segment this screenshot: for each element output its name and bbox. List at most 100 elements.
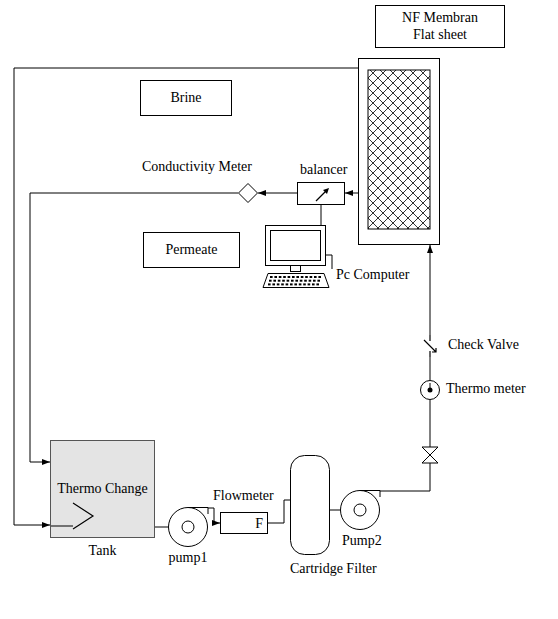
key	[301, 276, 304, 278]
key	[288, 276, 291, 278]
keyboard	[263, 274, 329, 288]
shape-outline	[262, 225, 330, 289]
key	[287, 280, 290, 282]
key	[313, 280, 316, 282]
key	[279, 276, 282, 278]
key	[308, 283, 311, 285]
key	[318, 276, 321, 278]
pipe-connector	[268, 500, 290, 523]
heat-exchanger-coil	[51, 503, 93, 529]
needle-head	[323, 188, 329, 194]
membrane-mesh	[368, 70, 430, 229]
cartridge-filter: Cartridge Filter	[290, 455, 330, 555]
key	[312, 283, 315, 285]
key	[316, 283, 319, 285]
pump-impeller	[354, 504, 366, 516]
shape-outline	[420, 380, 440, 400]
key	[309, 280, 312, 282]
key	[272, 283, 275, 285]
label-box: Permeate	[143, 232, 240, 268]
key	[291, 280, 294, 282]
pipe-connector	[258, 193, 297, 194]
pipe-connector	[321, 205, 322, 225]
key	[317, 280, 320, 282]
conductivity-diamond: Conductivity Meter	[238, 183, 258, 203]
key	[277, 283, 280, 285]
check-valve: Check Valve	[422, 335, 438, 357]
key	[278, 280, 281, 282]
key	[299, 283, 302, 285]
device-label: Cartridge Filter	[290, 561, 377, 577]
membrane-module: NF Membran Flat sheet	[358, 58, 440, 245]
key	[269, 280, 272, 282]
shape-outline	[358, 58, 440, 245]
valve-triangle	[422, 447, 438, 455]
gate-valve	[422, 447, 438, 463]
pipe-connector	[380, 400, 430, 491]
pipe-connector	[345, 193, 358, 194]
device-label: Conductivity Meter	[142, 159, 252, 175]
key	[270, 276, 273, 278]
key	[286, 283, 289, 285]
key	[304, 280, 307, 282]
shape-outline	[422, 335, 438, 357]
module-frame	[359, 59, 440, 245]
shape-outline	[168, 507, 208, 547]
pump-symbol: Pump2	[340, 490, 380, 530]
key	[268, 283, 271, 285]
gauge-dial	[421, 381, 440, 400]
key	[300, 280, 303, 282]
key	[282, 280, 285, 282]
shape-outline	[340, 490, 380, 530]
label-box: Brine	[140, 80, 232, 116]
box-label: Permeate	[165, 242, 217, 258]
pump-casing	[169, 508, 208, 547]
keyboard-keys	[268, 276, 321, 285]
device-label: Pc Computer	[336, 267, 410, 283]
key	[295, 280, 298, 282]
key	[303, 283, 306, 285]
key	[305, 276, 308, 278]
key	[292, 276, 295, 278]
shape-outline	[290, 455, 330, 555]
key	[283, 276, 286, 278]
filter-housing	[291, 456, 330, 555]
shape-outline	[298, 183, 346, 206]
device-label: Thermo meter	[446, 381, 526, 397]
thermometer: Thermo meter	[420, 380, 440, 400]
computer-icon: Pc Computer	[262, 225, 330, 289]
key	[274, 276, 277, 278]
feed-tank: Thermo ChangeTank	[50, 440, 155, 538]
pump-impeller	[182, 521, 194, 533]
pipe-connector	[155, 527, 168, 528]
pump-outlet	[188, 508, 208, 515]
balancer-box: balancer	[297, 182, 345, 205]
key	[290, 283, 293, 285]
key	[296, 276, 299, 278]
shape-outline	[238, 183, 258, 203]
pump-symbol: pump1	[168, 507, 208, 547]
device-label: balancer	[300, 162, 347, 178]
pipe-connector	[430, 357, 431, 380]
key	[281, 283, 284, 285]
key	[294, 283, 297, 285]
inner-label: Thermo Change	[57, 481, 148, 497]
pump-casing	[341, 491, 380, 530]
pump-outlet	[360, 491, 380, 498]
key	[310, 276, 313, 278]
membrane-title: NF Membran Flat sheet	[375, 5, 505, 48]
device-label: Check Valve	[448, 337, 519, 353]
gauge-needle	[430, 383, 431, 390]
check-valve-symbol	[424, 335, 436, 357]
diamond-outline	[239, 184, 258, 203]
device-label: Tank	[89, 543, 117, 559]
key	[314, 276, 317, 278]
valve-triangle	[422, 455, 438, 463]
device-label: pump1	[169, 550, 208, 566]
flow-symbol: F	[255, 516, 263, 532]
device-label: Flowmeter	[213, 488, 274, 504]
box-label: Brine	[170, 90, 201, 106]
flowmeter-box: FlowmeterF	[220, 512, 268, 534]
monitor-stand	[291, 266, 301, 272]
pipe-connector	[208, 508, 220, 523]
